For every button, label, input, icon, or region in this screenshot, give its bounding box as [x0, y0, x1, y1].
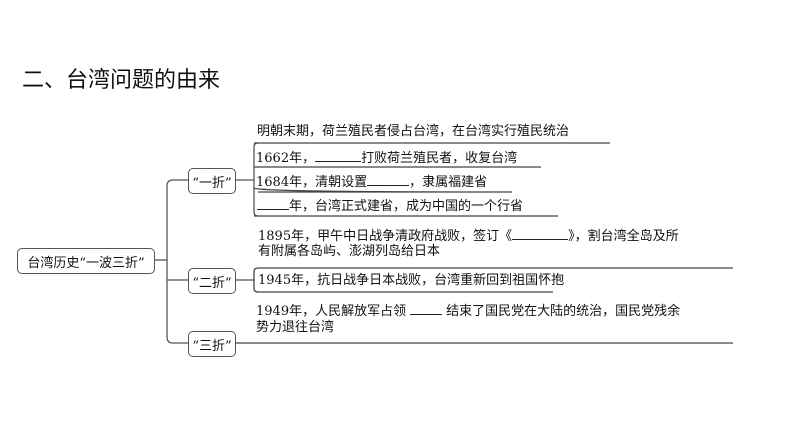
- node-third-turn: “三折”: [188, 331, 236, 357]
- text: ，隶属福建省: [409, 175, 488, 190]
- text: 年，台湾正式建省，成为中国的一个行省: [289, 199, 524, 214]
- answer-blank[interactable]: [512, 227, 569, 240]
- branch2-item1-line2: 有附属各岛屿、澎湖列岛给日本: [258, 244, 441, 259]
- text: 1684年，清朝设置: [256, 175, 368, 190]
- text: 1949年，人民解放军占领: [256, 304, 407, 319]
- node-second-turn: “二折”: [188, 268, 236, 294]
- branch1-item2: 1662年， 打败荷兰殖民者，收复台湾: [256, 149, 517, 167]
- branch2-item1-line1: 1895年，甲午中日战争清政府战败，签订《 》，割台湾全岛及所: [258, 227, 679, 245]
- text: 1662年，: [256, 151, 316, 166]
- branch1-item3: 1684年，清朝设置 ，隶属福建省: [256, 173, 487, 191]
- branch1-item4: 年，台湾正式建省，成为中国的一个行省: [257, 197, 523, 215]
- answer-blank[interactable]: [410, 302, 443, 315]
- node-first-turn: “一折”: [188, 168, 236, 194]
- answer-blank[interactable]: [257, 197, 289, 210]
- main-bracket: [166, 179, 188, 344]
- text: 》，割台湾全岛及所: [568, 229, 679, 244]
- branch1-item1: 明朝末期，荷兰殖民者侵占台湾，在台湾实行殖民统治: [257, 124, 570, 139]
- answer-blank[interactable]: [315, 149, 362, 162]
- branch3-item1-line1: 1949年，人民解放军占领 结束了国民党在大陆的统治，国民党残余: [256, 302, 680, 320]
- answer-blank[interactable]: [367, 173, 410, 186]
- branch2-item2: 1945年，抗日战争日本战败，台湾重新回到祖国怀抱: [258, 273, 565, 288]
- text: 打败荷兰殖民者，收复台湾: [361, 151, 518, 166]
- page-title: 二、台湾问题的由来: [22, 68, 221, 93]
- branch2-lines: [253, 267, 733, 293]
- text: 1895年，甲午中日战争清政府战败，签订《: [258, 229, 513, 244]
- text: 结束了国民党在大陆的统治，国民党残余: [446, 304, 681, 319]
- branch3-item1-line2: 势力退往台湾: [256, 320, 335, 335]
- root-node: 台湾历史“一波三折”: [17, 248, 155, 274]
- branch1-underlines: [253, 142, 610, 217]
